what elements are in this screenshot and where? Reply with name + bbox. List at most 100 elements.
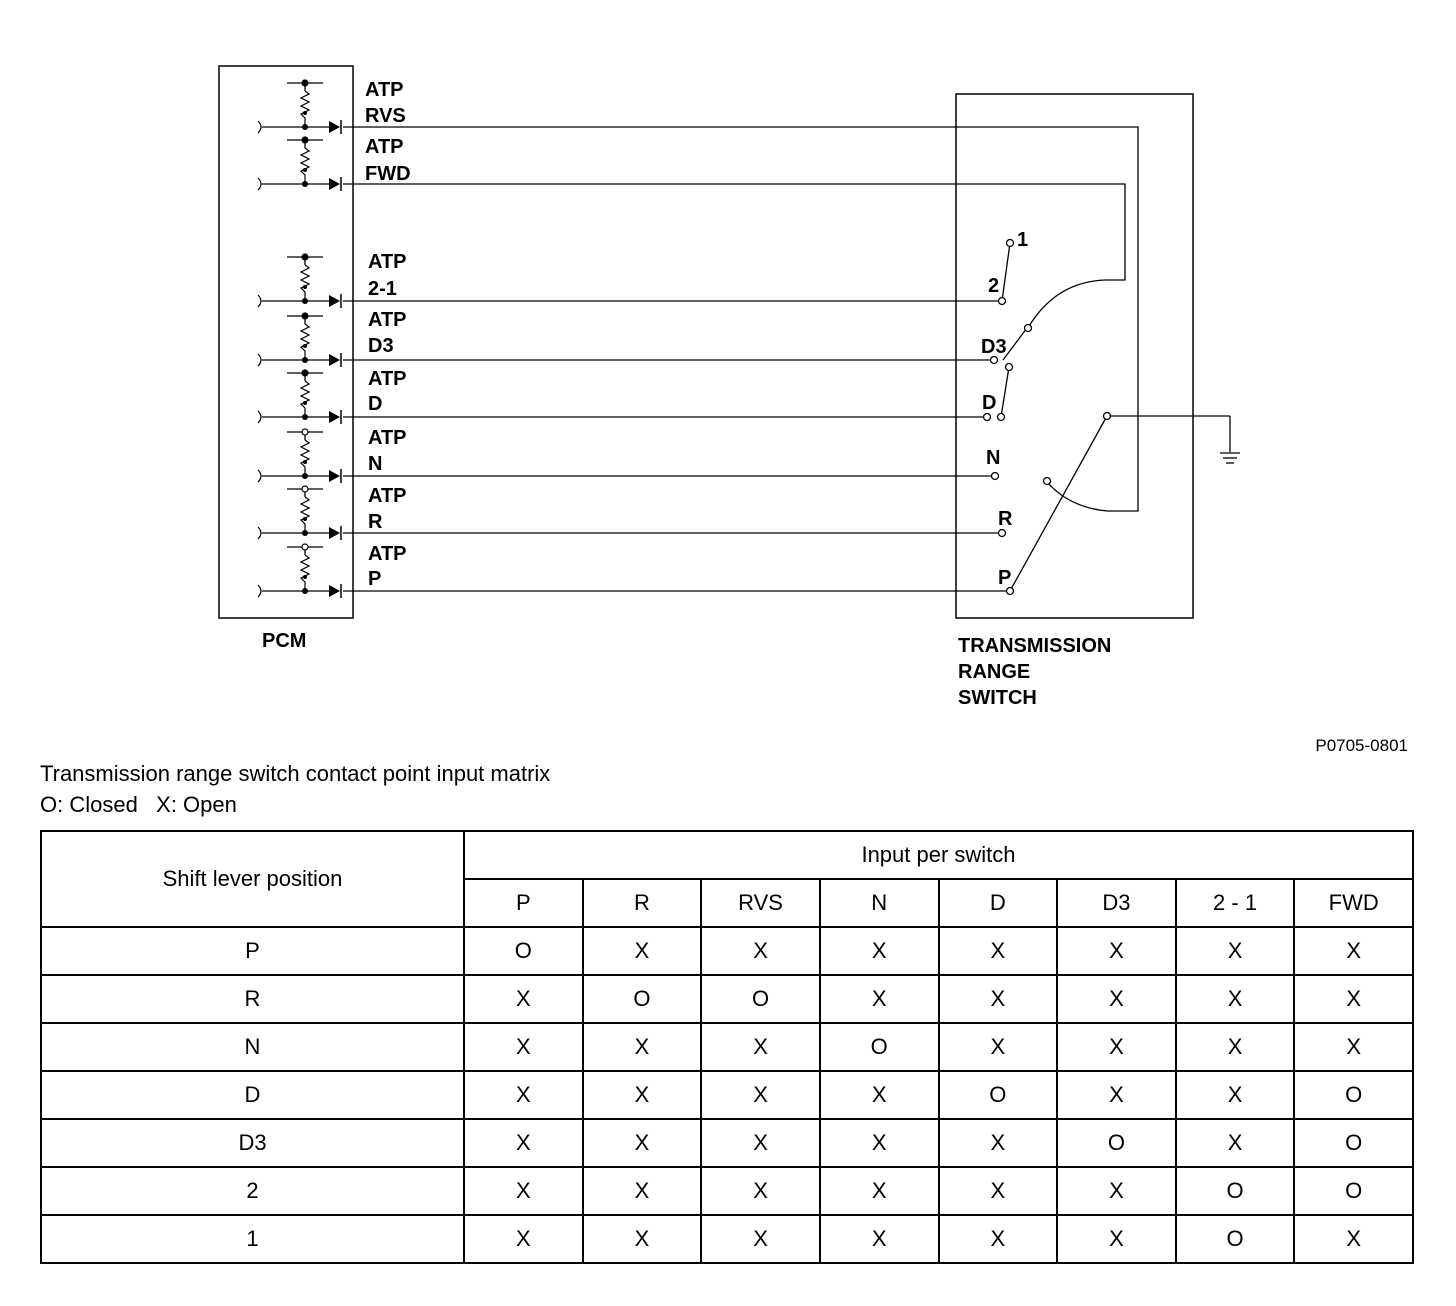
document-id: P0705-0801 — [1315, 736, 1408, 755]
contact-state-cell: X — [937, 974, 1059, 1024]
supply-node — [301, 253, 309, 261]
contact-state-cell: X — [937, 926, 1059, 976]
contact-state-cell: X — [1056, 926, 1177, 976]
junction-dot — [302, 124, 308, 130]
pcm-circuits — [257, 79, 342, 598]
contact-state-cell: X — [581, 1166, 703, 1216]
contact-state-cell: O — [1174, 1214, 1296, 1264]
pcm-box — [218, 65, 354, 619]
wire-rvs — [343, 126, 1139, 512]
resistor-node — [303, 401, 307, 405]
trs-label-line2: RANGE — [958, 661, 1030, 683]
supply-node — [301, 428, 309, 436]
terminal-1 — [1005, 238, 1015, 248]
shift-position-cell: D — [40, 1070, 465, 1120]
resistor-node — [303, 285, 307, 289]
supply-node — [301, 543, 309, 551]
row-header: Shift lever position — [40, 830, 465, 928]
junction-dot — [302, 588, 308, 594]
contact-state-cell: X — [463, 974, 584, 1024]
contact-state-cell: X — [937, 1214, 1059, 1264]
pullup-resistor — [299, 380, 311, 417]
selector-arm — [1009, 415, 1108, 592]
matrix-title: Transmission range switch contact point … — [40, 761, 551, 786]
terminal-fwd — [1023, 323, 1033, 333]
shift-position-cell: D3 — [40, 1118, 465, 1168]
contact-state-cell: X — [1056, 1166, 1177, 1216]
contact-state-cell: X — [1174, 1118, 1296, 1168]
supply-node — [301, 312, 309, 320]
terminal-n — [990, 471, 1000, 481]
resistor-node — [303, 517, 307, 521]
contact-state-cell: X — [1293, 926, 1414, 976]
contact-state-cell: O — [1056, 1118, 1177, 1168]
shift-position-cell: 2 — [40, 1166, 465, 1216]
contact-state-cell: X — [1056, 974, 1177, 1024]
contact-state-cell: X — [581, 926, 703, 976]
diode-icon — [329, 527, 340, 539]
input-break-mark — [257, 584, 262, 598]
contact-state-cell: O — [818, 1022, 940, 1072]
wiring-diagram: ATP RVS ATP FWD ATP 2-1 ATP D3 ATP D ATP… — [218, 65, 1240, 709]
channel-label-top: ATP — [368, 543, 407, 565]
contact-state-cell: X — [1293, 974, 1414, 1024]
junction-dot — [302, 298, 308, 304]
diode-icon — [329, 585, 340, 597]
contact-state-cell: X — [937, 1118, 1059, 1168]
contact-state-cell: X — [581, 1118, 703, 1168]
terminal-d3 — [989, 355, 999, 365]
wires — [343, 126, 1139, 592]
contact-state-cell: O — [937, 1070, 1059, 1120]
shift-position-cell: P — [40, 926, 465, 976]
input-break-mark — [257, 353, 262, 367]
contact-state-cell: X — [818, 974, 940, 1024]
switch-label-n: N — [986, 447, 1000, 469]
column-header: D3 — [1056, 878, 1177, 928]
junction-dot — [302, 181, 308, 187]
contact-state-cell: X — [1174, 1070, 1296, 1120]
contact-state-cell: O — [463, 926, 584, 976]
input-break-mark — [257, 177, 262, 191]
contact-state-cell: O — [700, 974, 821, 1024]
contact-state-cell: O — [1174, 1166, 1296, 1216]
contact-state-cell: X — [1174, 1022, 1296, 1072]
terminal-r — [997, 528, 1007, 538]
diode-icon — [329, 178, 340, 190]
contact-state-cell: X — [463, 1070, 584, 1120]
contact-state-cell: X — [581, 1070, 703, 1120]
terminal-d3b — [1004, 362, 1014, 372]
supply-node — [301, 79, 309, 87]
switch-contacts — [982, 238, 1240, 596]
table-header-row: Shift lever position Input per switch — [40, 830, 1414, 928]
channel-label-top: ATP — [368, 251, 407, 273]
input-matrix-table: Shift lever position Input per switch P … — [40, 830, 1414, 1264]
terminal-rvs — [1042, 476, 1052, 486]
terminal-pivot — [1102, 411, 1112, 421]
contact-state-cell: X — [1293, 1022, 1414, 1072]
contact-state-cell: X — [463, 1022, 584, 1072]
contact-state-cell: X — [1056, 1214, 1177, 1264]
contact-state-cell: X — [818, 1070, 940, 1120]
switch-label-2: 2 — [988, 275, 999, 297]
diode-icon — [329, 354, 340, 366]
contact-state-cell: O — [1293, 1070, 1414, 1120]
channel-label-bottom: D — [368, 393, 382, 415]
pullup-resistor — [299, 554, 311, 591]
contact-state-cell: X — [1174, 974, 1296, 1024]
channel-label-bottom: RVS — [365, 105, 406, 127]
matrix-caption: Transmission range switch contact point … — [40, 758, 550, 820]
contact-state-cell: X — [700, 1022, 821, 1072]
switch-label-d3: D3 — [981, 336, 1007, 358]
trs-label-line1: TRANSMISSION — [958, 635, 1111, 657]
resistor-node — [303, 460, 307, 464]
contact-state-cell: X — [700, 1118, 821, 1168]
junction-dot — [302, 473, 308, 479]
contact-state-cell: X — [818, 1118, 940, 1168]
contact-arm-d3 — [1002, 327, 1028, 361]
contact-state-cell: X — [463, 1214, 584, 1264]
trs-box — [955, 93, 1194, 619]
input-break-mark — [257, 294, 262, 308]
channel-label-bottom: D3 — [368, 335, 394, 357]
contact-state-cell: X — [818, 1214, 940, 1264]
